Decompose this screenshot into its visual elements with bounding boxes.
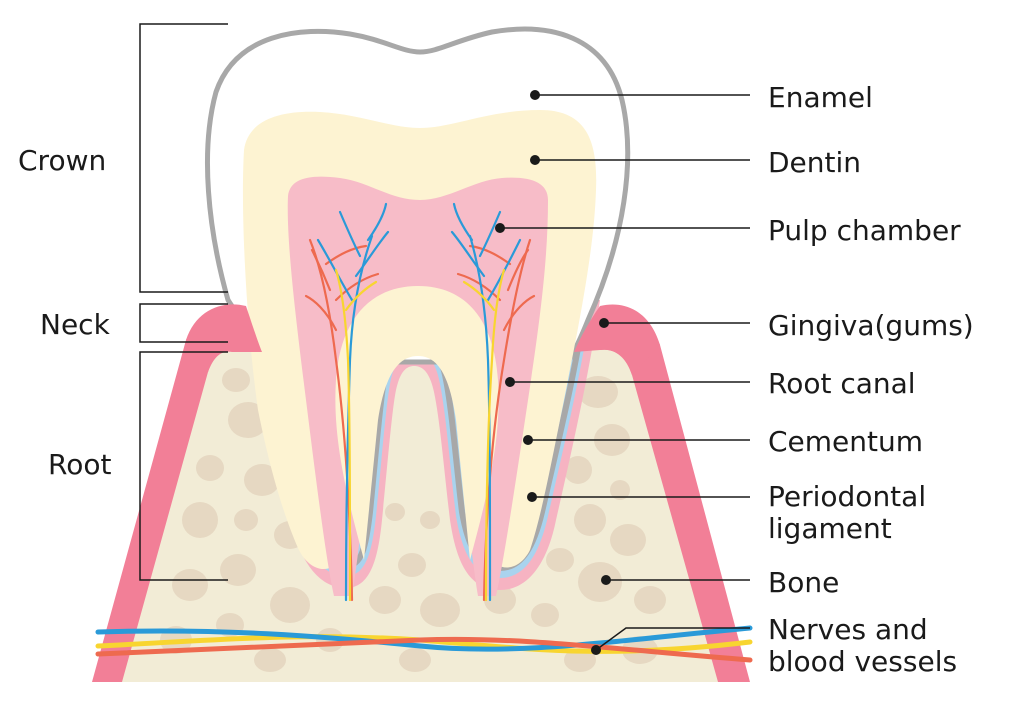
nerve-network-left xyxy=(304,202,390,602)
bottom-vessels xyxy=(95,625,753,663)
gingiva-rim-right xyxy=(574,304,660,375)
section-brackets xyxy=(139,23,228,581)
nerve-network-right xyxy=(450,202,536,602)
enamel-label: Enamel xyxy=(768,81,873,114)
dentin-inner-arch xyxy=(335,286,499,560)
periodontal-label-line1: Periodontal xyxy=(768,480,926,513)
cementum-label: Cementum xyxy=(768,425,923,458)
callout-lines xyxy=(500,94,750,651)
bone-label: Bone xyxy=(768,566,839,599)
root-canal-label: Root canal xyxy=(768,367,916,400)
gingiva-rim xyxy=(186,304,262,372)
dentin-label: Dentin xyxy=(768,146,861,179)
gingiva-label: Gingiva(gums) xyxy=(768,309,974,342)
bone-spots xyxy=(160,368,666,672)
periodontal-label-line2: ligament xyxy=(768,512,892,545)
callout-dots xyxy=(495,90,611,655)
pulp-chamber-label: Pulp chamber xyxy=(768,214,961,247)
crown-label: Crown xyxy=(18,144,106,177)
neck-label: Neck xyxy=(40,308,111,341)
root-label: Root xyxy=(48,448,111,481)
nerves-label-line2: blood vessels xyxy=(768,645,957,678)
nerves-label-line1: Nerves and xyxy=(768,613,928,646)
